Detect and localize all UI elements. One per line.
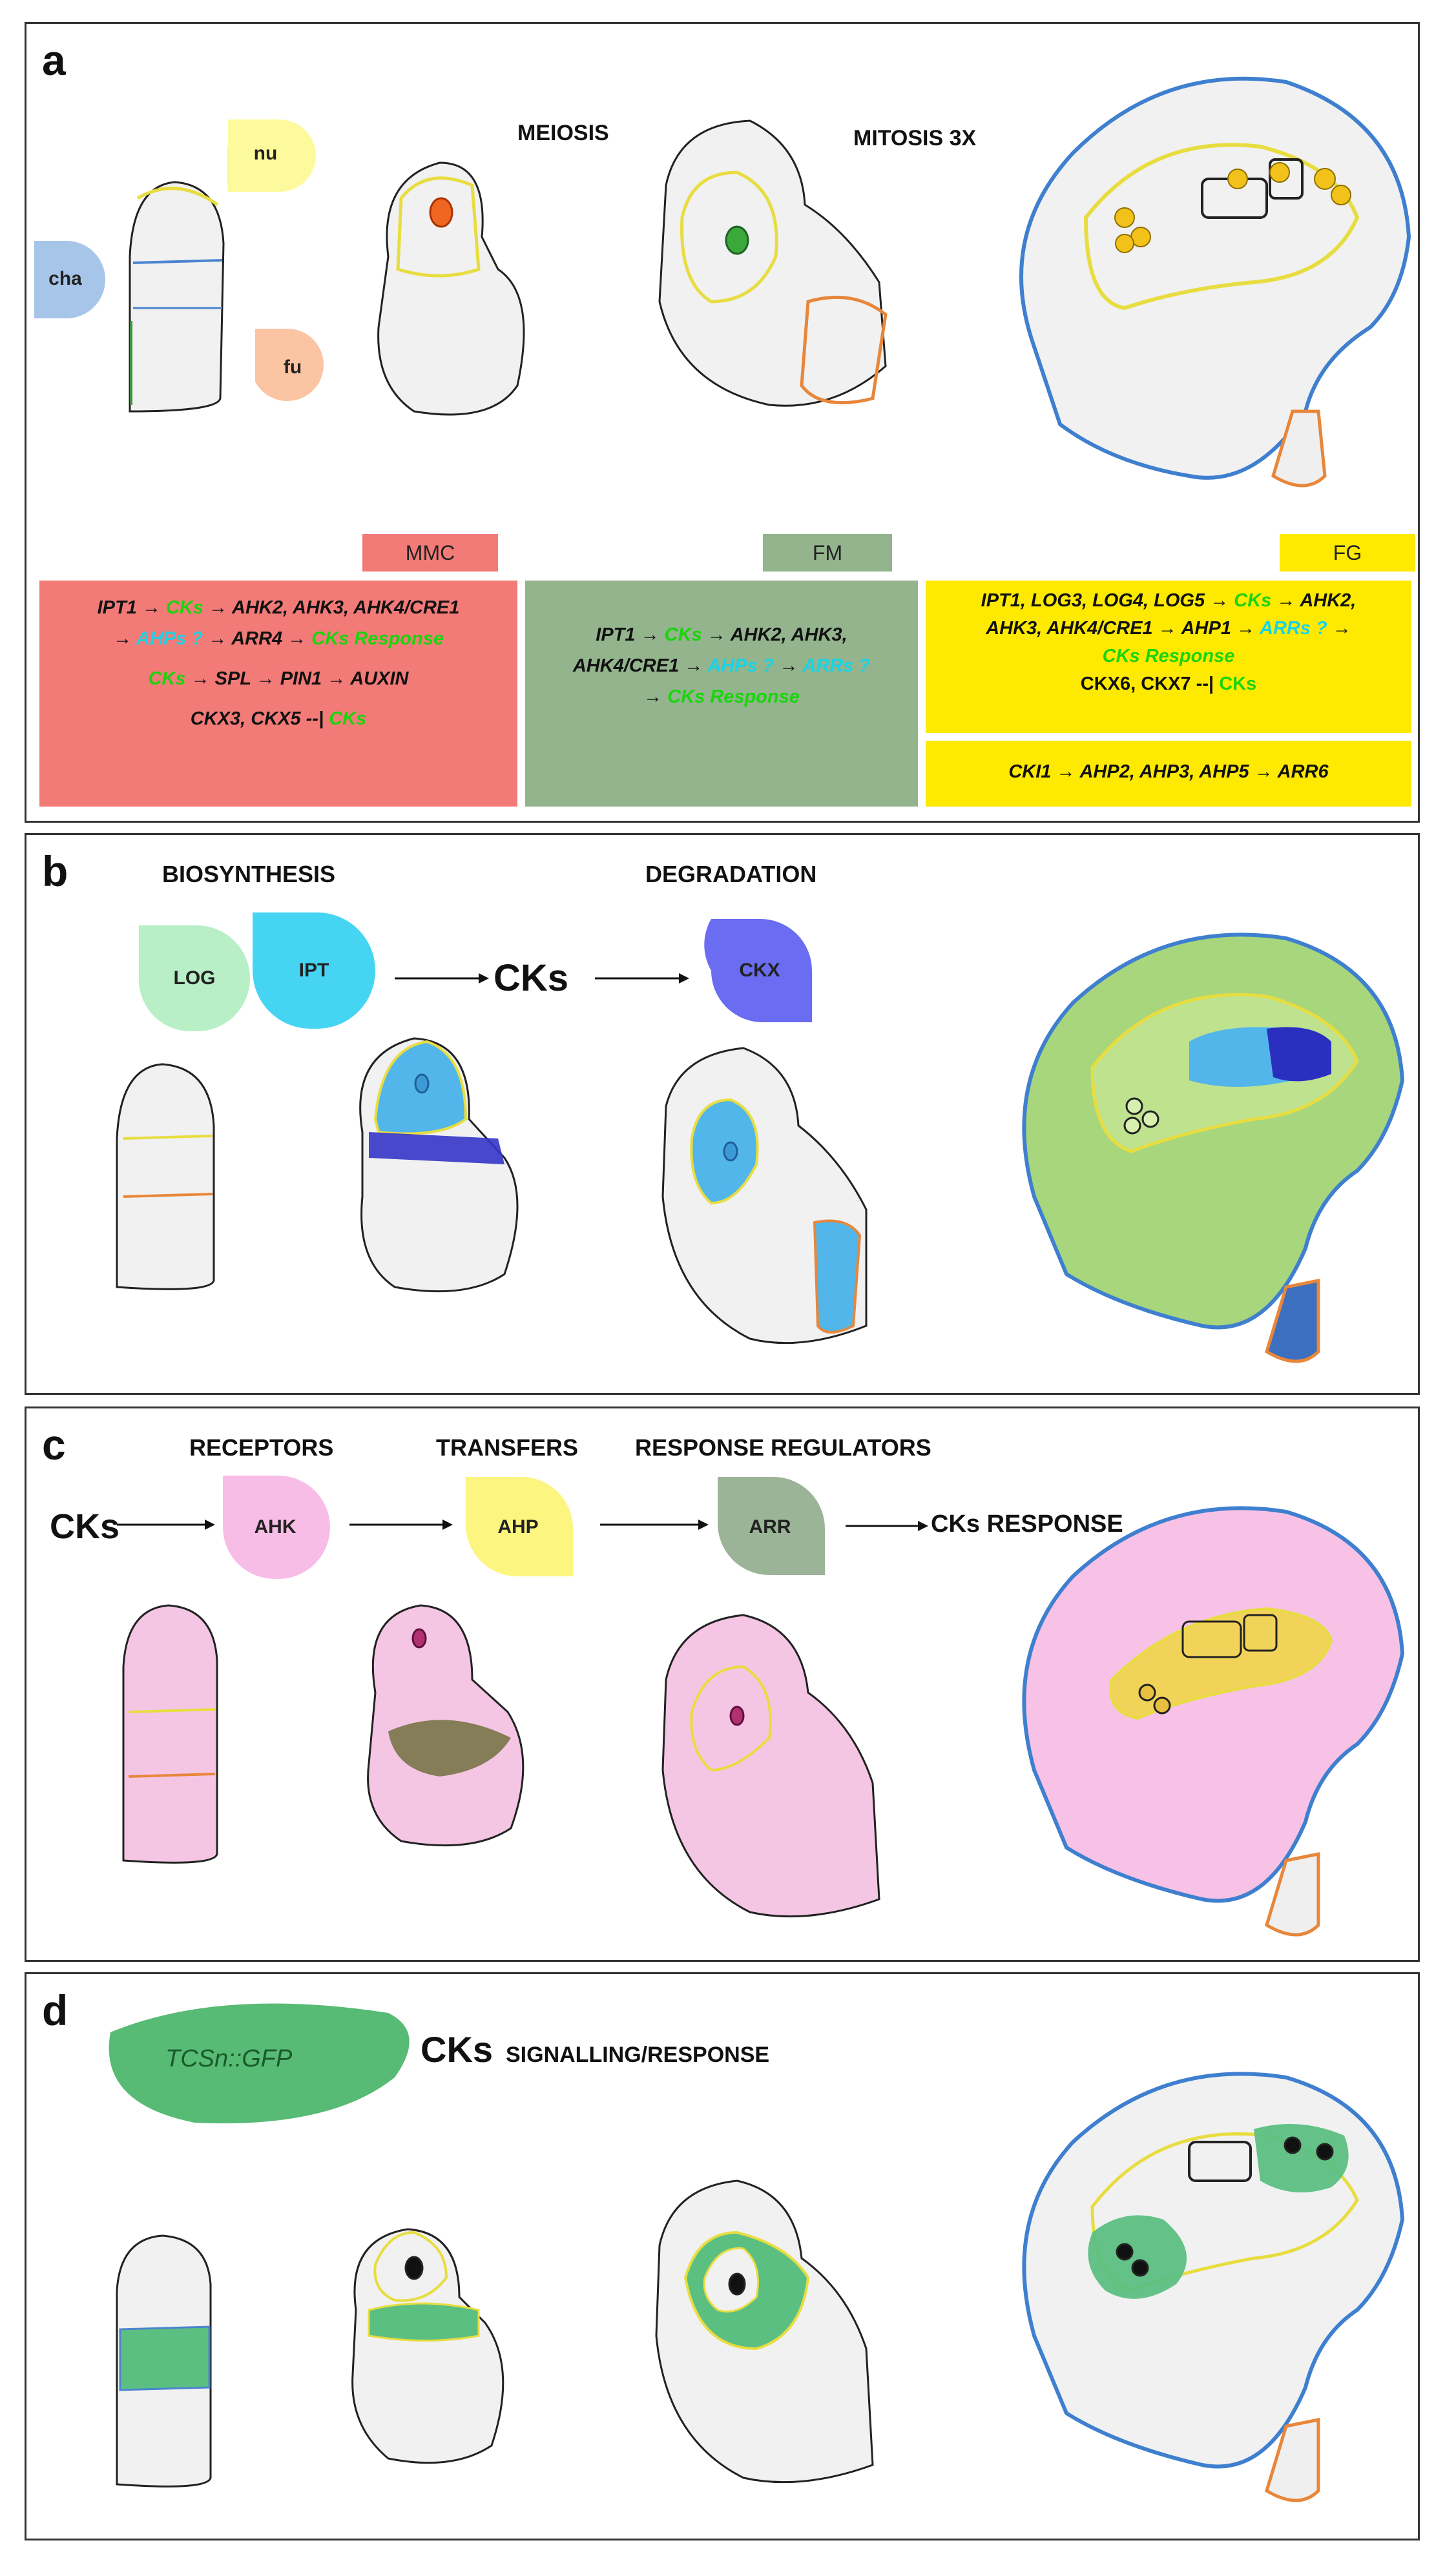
panel-letter-d: d <box>42 1986 68 2034</box>
panel-d: d TCSn: <box>25 1972 1420 2540</box>
ovule-d1 <box>116 2234 212 2488</box>
ckx-shape <box>704 919 812 1022</box>
stage-mmc-header: MMC <box>362 534 498 572</box>
panel-letter-a: a <box>42 36 66 84</box>
ovule-c2 <box>367 1604 525 1847</box>
panel-b-illustrations <box>116 912 1405 1363</box>
ovule-b1 <box>116 1063 215 1290</box>
fg-pathway-box-2: CKI1 → AHP2, AHP3, AHP5 → ARR6 <box>926 741 1411 807</box>
meiosis-label: MEIOSIS <box>517 121 609 145</box>
ovule-a4 <box>1019 76 1411 488</box>
ovule-c4 <box>1022 1506 1405 1937</box>
fg-pathway-box: IPT1, LOG3, LOG4, LOG5 → CKs → AHK2, AHK… <box>926 581 1411 733</box>
log-shape <box>139 925 250 1031</box>
panel-c: c <box>25 1406 1420 1962</box>
receptors-label: RECEPTORS <box>189 1434 334 1461</box>
biosynthesis-label: BIOSYNTHESIS <box>162 861 336 887</box>
ipt-label: IPT <box>298 960 329 981</box>
ahp-label: AHP <box>497 1516 539 1538</box>
panel-a-illustrations <box>34 76 1411 488</box>
ovule-c3 <box>661 1614 880 1918</box>
cha-label: cha <box>48 268 82 289</box>
mmc-pathway-box: IPT1 → CKs → AHK2, AHK3, AHK4/CRE1 → AHP… <box>39 581 517 807</box>
nu-label: nu <box>253 143 278 164</box>
ovule-b4 <box>1022 933 1405 1363</box>
ovule-a3 <box>658 119 888 407</box>
panel-b: b <box>25 833 1420 1395</box>
cha-blob <box>34 241 105 318</box>
tcsn-gfp-label: TCSn::GFP <box>165 2045 293 2072</box>
stage-fm-header: FM <box>763 534 892 572</box>
fu-blob <box>255 329 324 402</box>
mitosis-label: MITOSIS 3X <box>853 126 977 150</box>
arr-shape <box>718 1477 825 1575</box>
tcsn-gfp-shape <box>109 2003 410 2124</box>
ovule-d4 <box>1022 2072 1405 2502</box>
cks-response-label: CKs RESPONSE <box>931 1510 1123 1538</box>
fm-pathway-box: IPT1 → CKs → AHK2, AHK3, AHK4/CRE1 → AHP… <box>525 581 918 807</box>
log-label: LOG <box>173 967 216 989</box>
ovule-b2 <box>359 1037 519 1293</box>
ahp-shape <box>466 1477 573 1576</box>
degradation-label: DEGRADATION <box>645 861 817 887</box>
ckx-label: CKX <box>739 960 780 981</box>
panel-d-illustrations <box>109 2003 1405 2502</box>
ahk-label: AHK <box>254 1516 296 1538</box>
panel-letter-c: c <box>42 1421 66 1468</box>
ahk-shape <box>223 1476 330 1579</box>
panel-letter-b: b <box>42 847 68 895</box>
ovule-a1 <box>129 181 225 413</box>
cks-label-d: CKs <box>421 2029 494 2070</box>
ovule-d2 <box>351 2228 504 2464</box>
cks-label-c: CKs <box>50 1507 120 1546</box>
panel-a: a <box>25 22 1420 823</box>
stage-fg-header: FG <box>1280 534 1415 572</box>
ovule-d3 <box>655 2179 874 2484</box>
arr-label: ARR <box>749 1516 791 1538</box>
response-regulators-label: RESPONSE REGULATORS <box>635 1434 931 1461</box>
panel-c-illustrations <box>117 1476 1405 1937</box>
nu-blob-shape <box>228 119 316 192</box>
signalling-response-label: SIGNALLING/RESPONSE <box>506 2043 770 2067</box>
ipt-shape <box>253 912 375 1029</box>
ovule-b3 <box>661 1047 868 1345</box>
cks-label: CKs <box>494 957 569 999</box>
ovule-a2 <box>377 161 525 416</box>
fg-nuclei <box>1114 162 1351 253</box>
transfers-label: TRANSFERS <box>436 1434 579 1461</box>
fu-label: fu <box>283 356 302 378</box>
ovule-c1 <box>122 1604 218 1864</box>
